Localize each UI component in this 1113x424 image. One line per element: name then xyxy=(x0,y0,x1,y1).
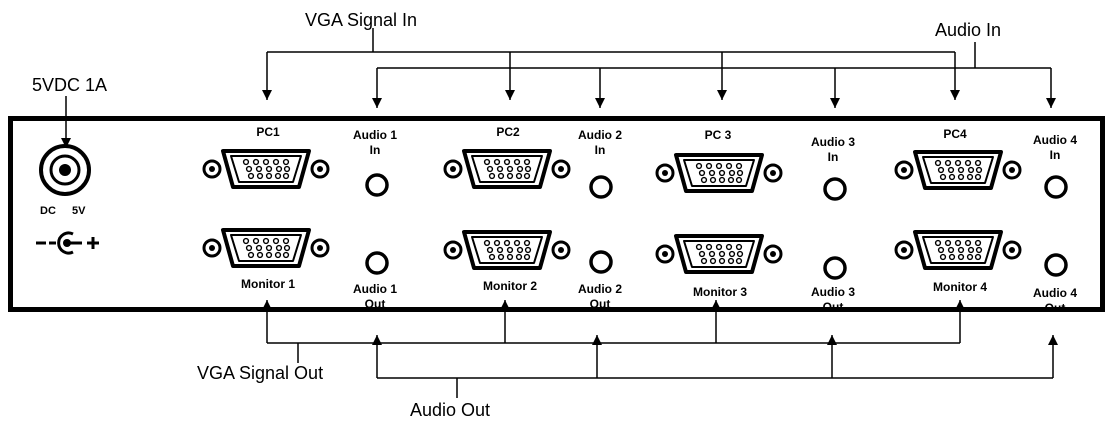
monitor4-vga-port-icon xyxy=(894,230,1022,270)
audio-in-1-jack-icon xyxy=(365,173,389,197)
audio-out-3-jack-icon xyxy=(823,256,847,280)
pc3-label: PC 3 xyxy=(704,128,732,142)
monitor2-vga-port-icon xyxy=(443,230,571,270)
dc-jack-icon xyxy=(39,144,91,196)
pc1-label: PC1 xyxy=(256,125,280,139)
voltage-label: 5V xyxy=(72,205,86,217)
pc2-vga-port-icon xyxy=(443,149,571,189)
audio-out-1-jack-icon xyxy=(365,251,389,275)
monitor1-vga-port-icon xyxy=(202,228,330,268)
audio-out-2-jack-icon xyxy=(589,250,613,274)
monitor-2-label: Monitor 2 xyxy=(483,279,537,293)
monitor-4-label: Monitor 4 xyxy=(933,280,987,294)
power-label: 5VDC 1A xyxy=(32,75,108,95)
rear-panel xyxy=(8,116,1105,312)
audio-in-label: Audio In xyxy=(935,20,1002,40)
pc4-vga-port-icon xyxy=(894,150,1022,190)
dc-label: DC xyxy=(40,205,56,217)
pc1-vga-port-icon xyxy=(202,149,330,189)
pc2-label: PC2 xyxy=(496,125,520,139)
monitor-1-label: Monitor 1 xyxy=(241,277,295,291)
audio-in-3-jack-icon xyxy=(823,177,847,201)
monitor-3-label: Monitor 3 xyxy=(693,285,747,299)
monitor3-vga-port-icon xyxy=(655,234,783,274)
vga-signal-out-label: VGA Signal Out xyxy=(197,363,324,383)
polarity-symbol-icon xyxy=(36,231,99,255)
audio-in-4-jack-icon xyxy=(1044,175,1068,199)
audio-out-4-jack-icon xyxy=(1044,253,1068,277)
audio-out-label: Audio Out xyxy=(410,400,491,420)
pc3-vga-port-icon xyxy=(655,153,783,193)
vga-signal-in-label: VGA Signal In xyxy=(305,10,418,30)
pc4-label: PC4 xyxy=(943,127,967,141)
audio-in-2-jack-icon xyxy=(589,175,613,199)
